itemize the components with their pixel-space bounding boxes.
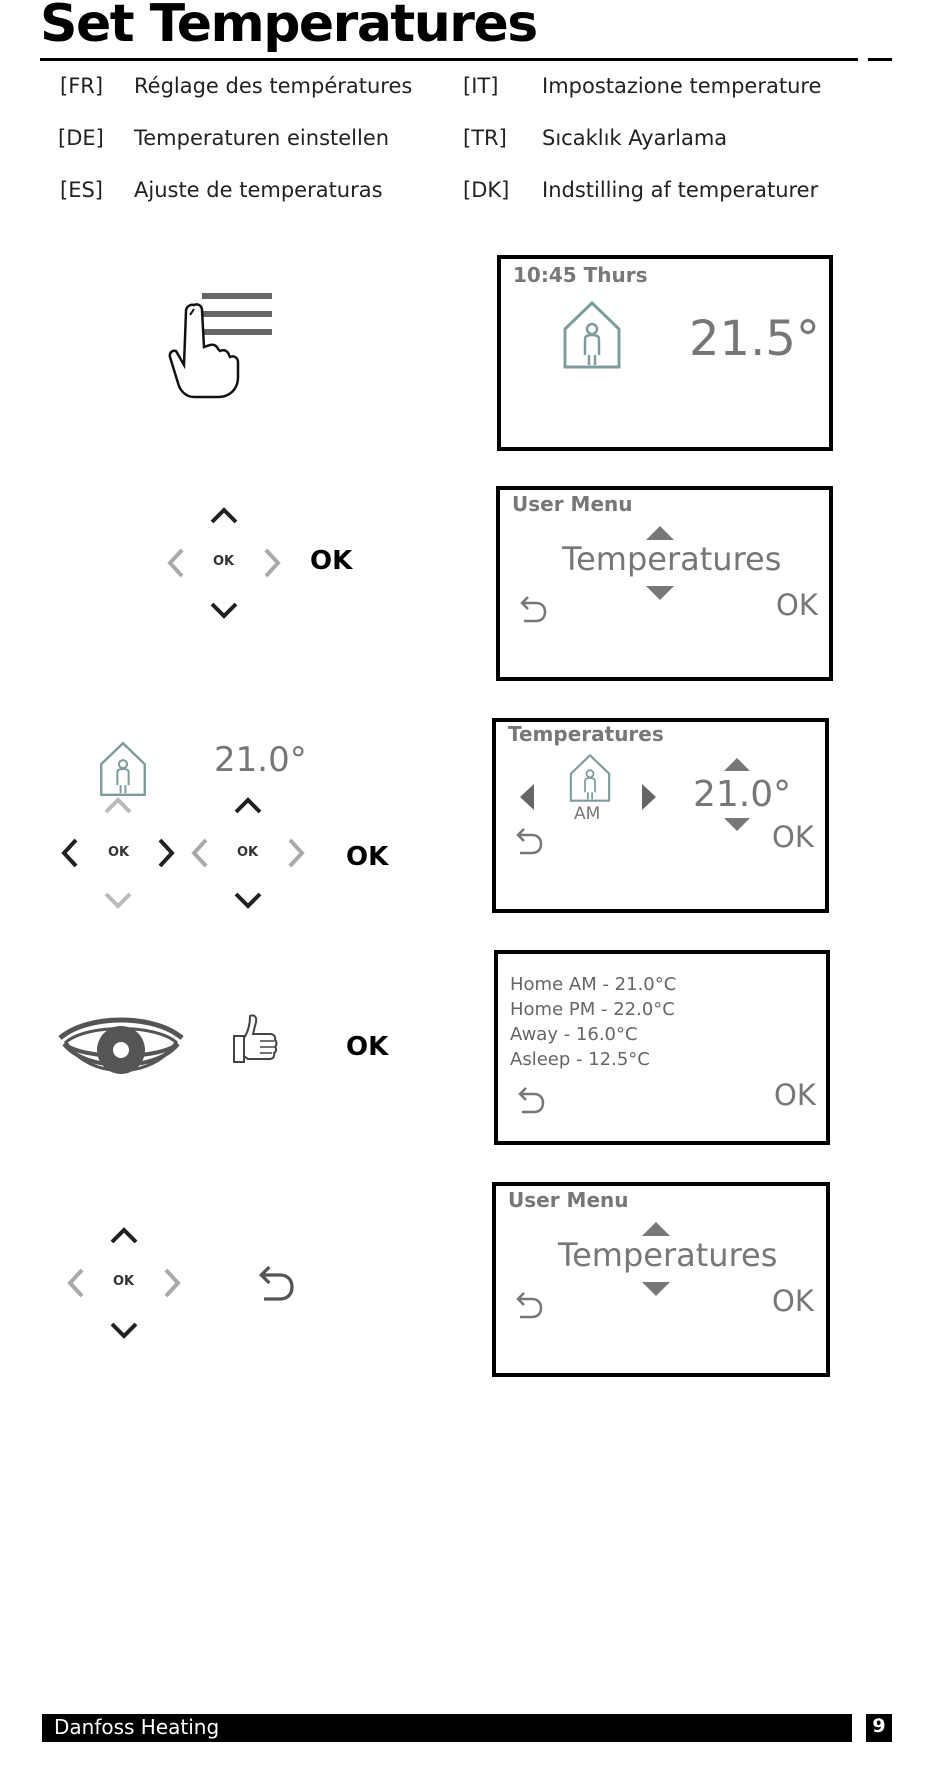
screen-home-time: 10:45 Thurs bbox=[513, 263, 648, 287]
back-icon-2 bbox=[516, 828, 543, 855]
instruction-ok-3: OK bbox=[346, 842, 389, 872]
up-triangle-icon bbox=[646, 526, 674, 540]
screen-home-temperature: 21.5° bbox=[689, 311, 820, 367]
footer-bar: Danfoss Heating bbox=[42, 1714, 852, 1742]
down-triangle-icon-3 bbox=[642, 1282, 670, 1296]
back-icon-large bbox=[258, 1265, 294, 1301]
lang-code-tr: [TR] bbox=[463, 126, 507, 150]
down-triangle-icon bbox=[646, 586, 674, 600]
list-line-asleep: Asleep - 12.5°C bbox=[510, 1049, 650, 1070]
up-triangle-icon-2 bbox=[724, 758, 750, 771]
dpad-left-center-ok: OK bbox=[108, 845, 130, 860]
thumbs-up-icon bbox=[233, 1014, 278, 1063]
dpad-center-ok: OK bbox=[213, 554, 235, 569]
lang-code-it: [IT] bbox=[463, 74, 499, 98]
instruction-ok-2: OK bbox=[310, 546, 353, 576]
screen-user-menu: User Menu Temperatures OK bbox=[496, 486, 833, 681]
screen-user-menu-item: Temperatures bbox=[562, 540, 782, 578]
left-temperature: 21.0° bbox=[214, 740, 307, 780]
home-icon-screen bbox=[569, 753, 611, 802]
back-icon bbox=[520, 596, 547, 623]
home-icon bbox=[563, 300, 621, 369]
lang-text-de: Temperaturen einstellen bbox=[134, 126, 390, 150]
menu-tap-icon bbox=[168, 293, 272, 399]
lang-text-tr: Sıcaklık Ayarlama bbox=[542, 126, 728, 150]
screen-user-menu-return-item: Temperatures bbox=[558, 1236, 778, 1274]
lang-code-de: [DE] bbox=[58, 126, 104, 150]
dpad-up-down-ok-icon-3 bbox=[67, 1227, 181, 1339]
lang-code-fr: [FR] bbox=[60, 74, 104, 98]
screen-user-menu-ok: OK bbox=[776, 588, 818, 622]
screen-user-menu-header: User Menu bbox=[512, 492, 633, 516]
screen-temperature-list-ok: OK bbox=[774, 1078, 816, 1112]
instruction-ok-4: OK bbox=[346, 1032, 389, 1062]
screen-user-menu-return: User Menu Temperatures OK bbox=[492, 1182, 830, 1377]
screen-user-menu-return-ok: OK bbox=[772, 1284, 814, 1318]
list-line-home-am: Home AM - 21.0°C bbox=[510, 974, 677, 995]
dpad-up-down-ok-icon-2 bbox=[191, 797, 305, 909]
back-icon-3 bbox=[518, 1087, 545, 1114]
back-icon-4 bbox=[516, 1292, 543, 1319]
screen-temperatures-value: 21.0° bbox=[693, 774, 792, 815]
list-line-away: Away - 16.0°C bbox=[510, 1024, 638, 1045]
dpad-left-right-ok-icon bbox=[61, 797, 175, 909]
dpad-right-center-ok: OK bbox=[237, 845, 259, 860]
page-number: 9 bbox=[872, 1715, 886, 1737]
down-triangle-icon-2 bbox=[724, 818, 750, 831]
screen-temperatures-header: Temperatures bbox=[508, 722, 664, 746]
list-line-home-pm: Home PM - 22.0°C bbox=[510, 999, 675, 1020]
lang-code-dk: [DK] bbox=[463, 178, 510, 202]
screen-temperature-list: Home AM - 21.0°C Home PM - 22.0°C Away -… bbox=[494, 950, 830, 1145]
title-rule bbox=[40, 58, 858, 61]
dpad-up-down-ok-icon bbox=[167, 507, 281, 619]
footer-brand: Danfoss Heating bbox=[54, 1715, 220, 1739]
lang-text-fr: Réglage des températures bbox=[134, 74, 413, 98]
screen-home: 10:45 Thurs 21.5° bbox=[497, 255, 833, 451]
eye-icon bbox=[58, 1017, 184, 1074]
up-triangle-icon-3 bbox=[642, 1222, 670, 1236]
title-rule-end bbox=[868, 58, 892, 61]
home-icon-left bbox=[100, 741, 146, 796]
left-triangle-icon bbox=[520, 784, 534, 810]
dpad-center-ok-3: OK bbox=[113, 1274, 135, 1289]
lang-code-es: [ES] bbox=[60, 178, 103, 202]
lang-text-dk: Indstilling af temperaturer bbox=[542, 178, 819, 202]
screen-temperatures: Temperatures AM 21.0° OK bbox=[492, 718, 829, 913]
screen-user-menu-return-header: User Menu bbox=[508, 1188, 629, 1212]
right-triangle-icon bbox=[642, 784, 656, 810]
page-title: Set Temperatures bbox=[40, 0, 538, 54]
lang-text-es: Ajuste de temperaturas bbox=[134, 178, 383, 202]
page-number-box: 9 bbox=[866, 1714, 892, 1742]
screen-temperatures-ok: OK bbox=[772, 820, 814, 854]
lang-text-it: Impostazione temperature bbox=[542, 74, 822, 98]
screen-temperatures-mode: AM bbox=[574, 804, 601, 824]
